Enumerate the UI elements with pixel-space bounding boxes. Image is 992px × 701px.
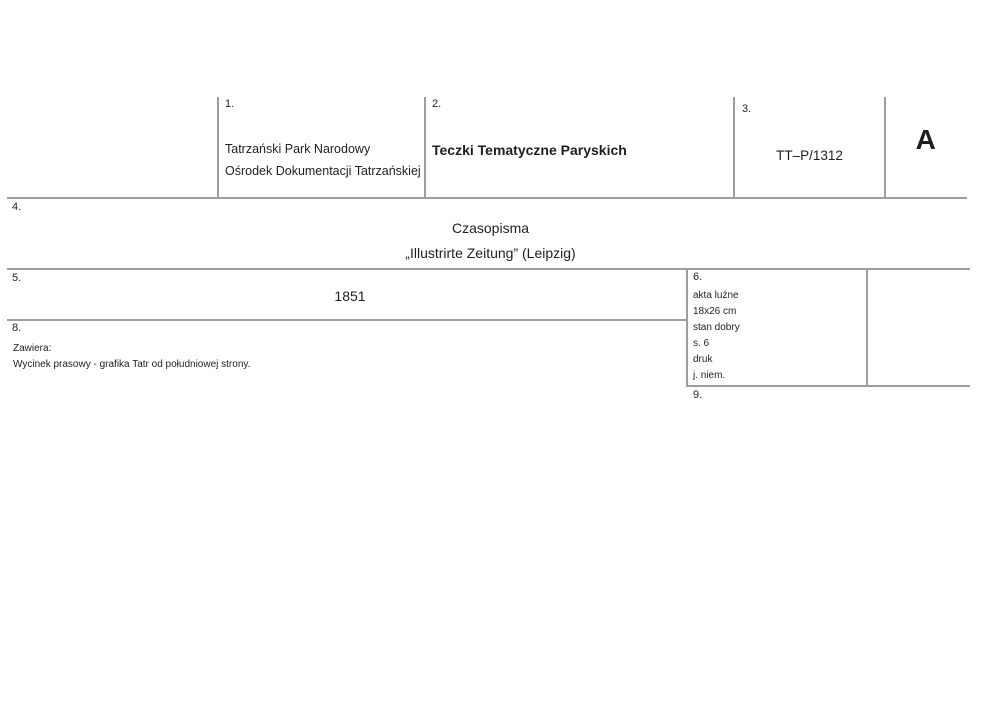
divider-field3-left	[733, 97, 735, 199]
field5-number: 5.	[12, 272, 22, 284]
divider-field2-left	[424, 97, 426, 199]
field8-number: 8.	[12, 322, 22, 334]
divider-header-bottom	[7, 197, 967, 199]
divider-field6-right	[866, 268, 868, 387]
description-item: druk	[693, 354, 713, 365]
archive-signature: TT–P/1312	[776, 148, 843, 163]
physical-description-list: akta luźne 18x26 cm stan dobry s. 6 druk…	[693, 288, 740, 384]
field2-number: 2.	[432, 98, 442, 110]
divider-field1-left	[217, 97, 219, 199]
field6-number: 6.	[693, 271, 703, 283]
description-item: 18x26 cm	[693, 306, 737, 317]
divider-letter-left	[884, 97, 886, 199]
divider-field4-bottom	[7, 268, 970, 270]
contents-label: Zawiera:	[13, 343, 52, 354]
divider-field6-bottom	[686, 385, 970, 387]
item-year: 1851	[334, 288, 366, 304]
description-item: stan dobry	[693, 322, 740, 333]
field4-number: 4.	[12, 201, 22, 213]
description-item: j. niem.	[693, 370, 726, 381]
contents-description: Wycinek prasowy - grafika Tatr od połudn…	[13, 359, 251, 370]
field3-number: 3.	[742, 103, 752, 115]
description-item: akta luźne	[693, 290, 739, 301]
description-item: s. 6	[693, 338, 710, 349]
institution-name: Tatrzański Park Narodowy	[225, 142, 371, 156]
collection-title: Teczki Tematyczne Paryskich	[432, 142, 627, 158]
item-category: Czasopisma	[451, 220, 530, 236]
divider-field5-bottom	[7, 319, 687, 321]
divider-field6-left	[686, 268, 688, 387]
field9-number: 9.	[693, 389, 703, 401]
item-title: „Illustrirte Zeitung” (Leipzig)	[405, 245, 576, 261]
institution-unit: Ośrodek Dokumentacji Tatrzańskiej	[225, 164, 421, 178]
series-letter: A	[915, 124, 937, 155]
field1-number: 1.	[225, 98, 235, 110]
